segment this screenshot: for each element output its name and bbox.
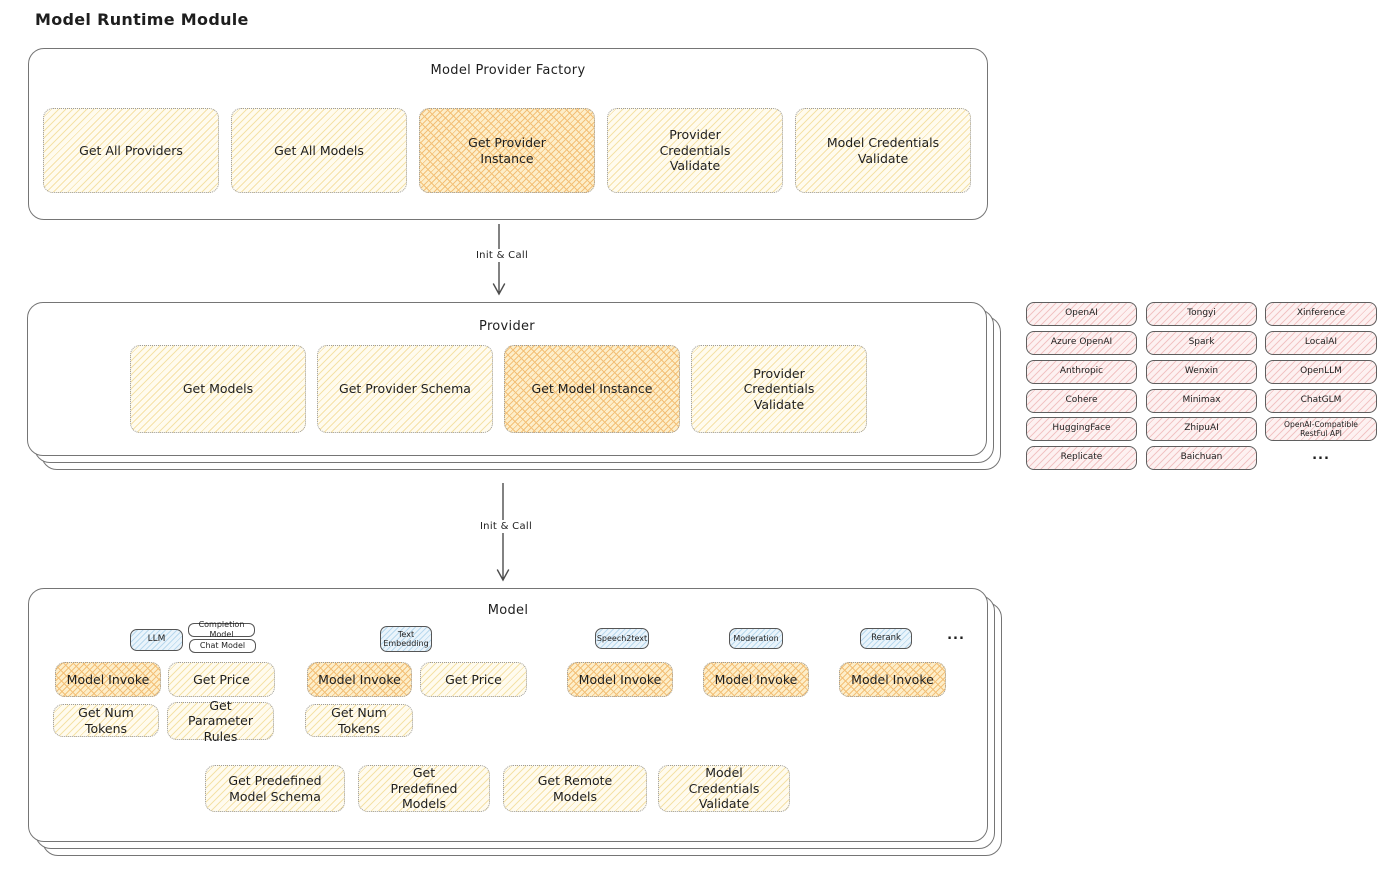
provider-chip-wenxin: Wenxin [1146, 360, 1257, 384]
provider-chip-openai: OpenAI [1026, 302, 1137, 326]
model-get-predefined-models: Get Predefined Models [358, 765, 490, 812]
llm-get-parameter-rules: Get Parameter Rules [167, 698, 274, 744]
llm-model-invoke: Model Invoke [55, 662, 161, 697]
text-embedding-get-price: Get Price [420, 662, 527, 697]
text-embedding-get-num-tokens: Get Num Tokens [305, 704, 413, 737]
model-credentials-validate: Model Credentials Validate [658, 765, 790, 812]
model-tabs-ellipsis: ... [947, 628, 965, 644]
moderation-model-invoke: Model Invoke [703, 662, 809, 697]
factory-get-all-providers: Get All Providers [43, 108, 219, 193]
provider-chip-openllm: OpenLLM [1265, 360, 1377, 384]
model-get-predefined-model-schema: Get Predefined Model Schema [205, 765, 345, 812]
provider-get-provider-schema: Get Provider Schema [317, 345, 493, 433]
provider-chip-cohere: Cohere [1026, 389, 1137, 413]
tab-llm: LLM [130, 629, 183, 651]
tab-moderation: Moderation [729, 628, 783, 649]
text-embedding-model-invoke: Model Invoke [307, 662, 412, 697]
factory-model-credentials-validate: Model Credentials Validate [795, 108, 971, 193]
factory-get-provider-instance: Get Provider Instance [419, 108, 595, 193]
provider-get-model-instance: Get Model Instance [504, 345, 680, 433]
provider-chip-spark: Spark [1146, 331, 1257, 355]
provider-title: Provider [479, 319, 535, 334]
provider-chip-minimax: Minimax [1146, 389, 1257, 413]
model-get-remote-models: Get Remote Models [503, 765, 647, 812]
rerank-model-invoke: Model Invoke [839, 662, 946, 697]
factory-get-all-models: Get All Models [231, 108, 407, 193]
provider-chip-tongyi: Tongyi [1146, 302, 1257, 326]
tab-rerank: Rerank [860, 628, 912, 649]
model-title: Model [487, 603, 529, 618]
tab-completion-model: Completion Model [188, 620, 255, 639]
provider-get-models: Get Models [130, 345, 306, 433]
tab-speech2text: Speech2text [595, 628, 649, 649]
provider-chip-xinference: Xinference [1265, 302, 1377, 326]
llm-get-num-tokens: Get Num Tokens [53, 704, 159, 737]
provider-grid-ellipsis: ... [1312, 447, 1330, 463]
page-title: Model Runtime Module [35, 10, 249, 29]
speech2text-model-invoke: Model Invoke [567, 662, 673, 697]
provider-provider-credentials-validate: Provider Credentials Validate [691, 345, 867, 433]
tab-text-embedding: Text Embedding [380, 626, 432, 652]
factory-title: Model Provider Factory [430, 63, 586, 78]
llm-get-price: Get Price [168, 662, 275, 697]
provider-chip-baichuan: Baichuan [1146, 446, 1257, 470]
tab-chat-model: Chat Model [189, 639, 256, 653]
arrow-label-init-call-2: Init & Call [468, 520, 544, 533]
provider-chip-chatglm: ChatGLM [1265, 389, 1377, 413]
provider-chip-azure-openai: Azure OpenAI [1026, 331, 1137, 355]
provider-chip-huggingface: HuggingFace [1026, 417, 1137, 441]
provider-chip-zhipuai: ZhipuAI [1146, 417, 1257, 441]
provider-chip-replicate: Replicate [1026, 446, 1137, 470]
provider-chip-openai-compatible-restful-api: OpenAI-Compatible RestFul API [1265, 417, 1377, 441]
provider-chip-localai: LocalAI [1265, 331, 1377, 355]
factory-provider-credentials-validate: Provider Credentials Validate [607, 108, 783, 193]
arrow-label-init-call-1: Init & Call [464, 249, 540, 262]
provider-chip-anthropic: Anthropic [1026, 360, 1137, 384]
